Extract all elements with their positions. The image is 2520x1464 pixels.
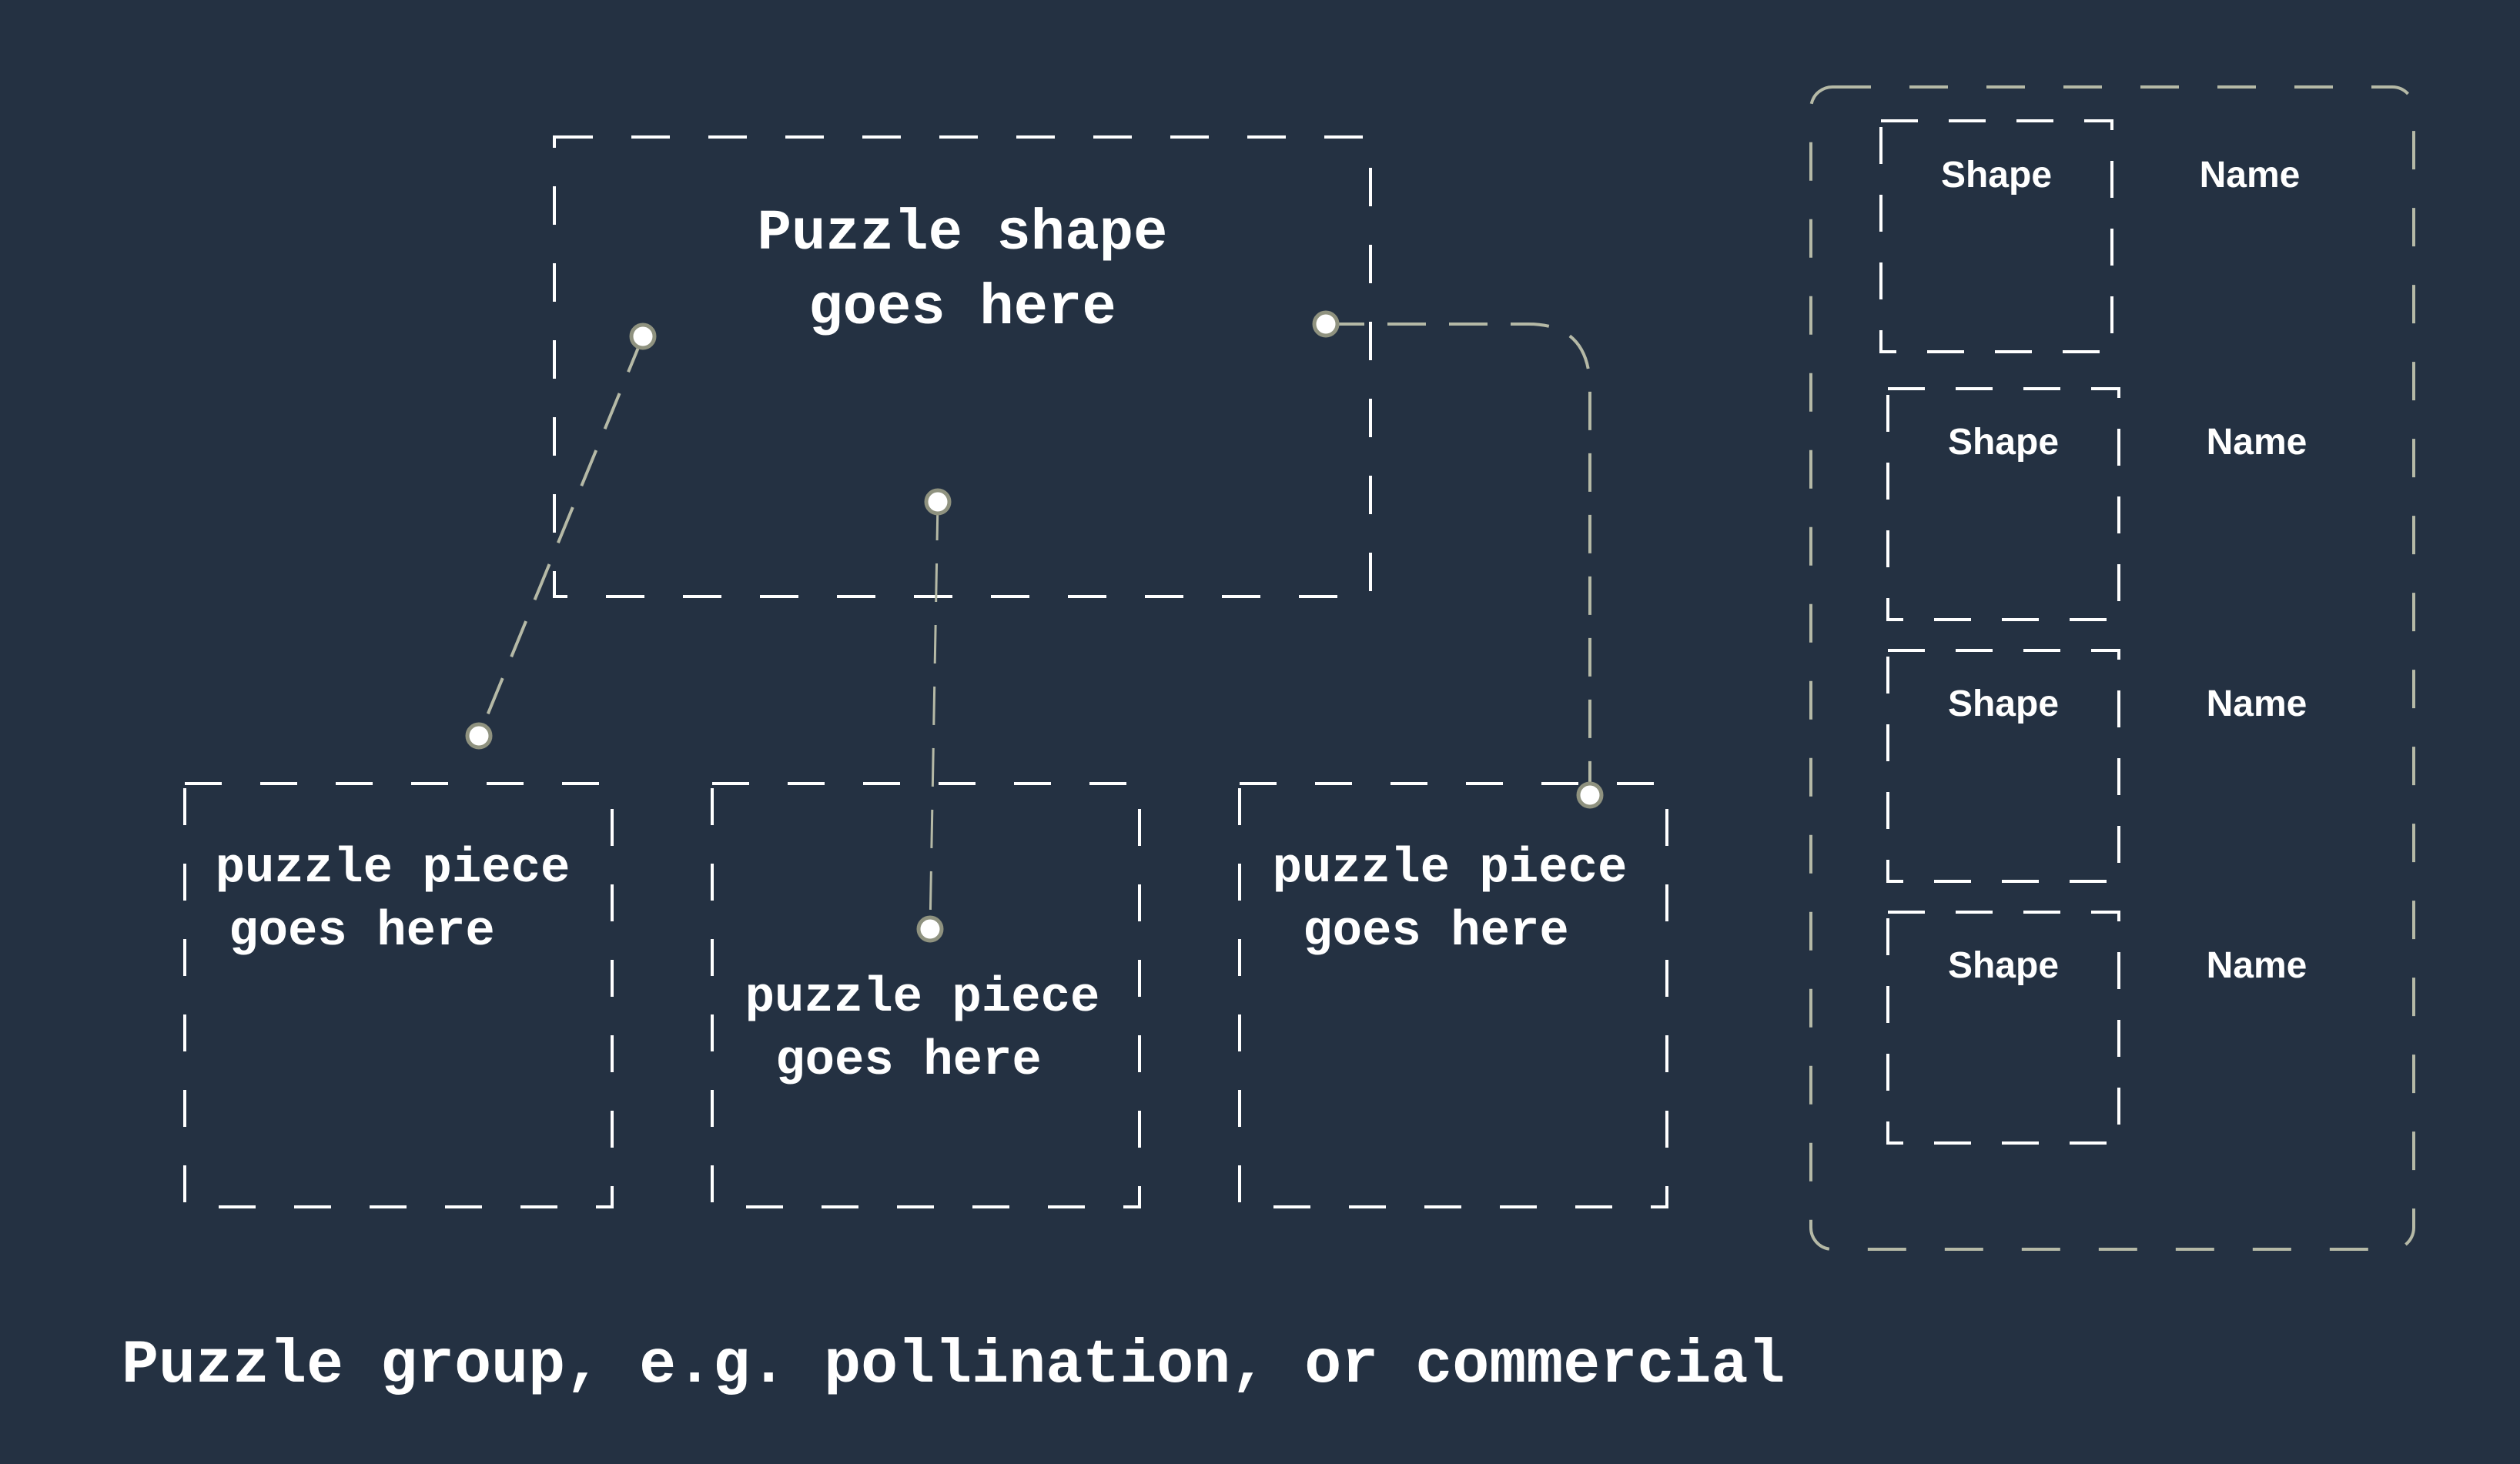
puzzle-piece-1-line2: goes here: [229, 904, 495, 960]
legend-name-label: Name: [2207, 422, 2307, 463]
connector-node: [1576, 781, 1604, 809]
connector-node: [1312, 310, 1340, 338]
legend-name-label: Name: [2200, 155, 2301, 196]
connector-node: [924, 488, 952, 516]
connector-node: [465, 722, 493, 750]
puzzle-piece-2-line2: goes here: [775, 1034, 1042, 1089]
legend-panel: [1809, 85, 2415, 1251]
puzzle-shape-box: [553, 135, 1372, 598]
legend-name-label: Name: [2207, 684, 2307, 724]
legend-name-label: Name: [2207, 945, 2307, 986]
puzzle-group-caption: Puzzle group, e.g. pollination, or comme…: [122, 1331, 1785, 1401]
connector-middle: [929, 501, 939, 930]
connector-node: [629, 323, 657, 350]
connector-left: [477, 336, 644, 737]
puzzle-piece-box-1: [183, 782, 614, 1208]
legend-row: Shape Name: [1879, 119, 2301, 353]
legend-shape-label: Shape: [1948, 422, 2059, 463]
legend-shape-label: Shape: [1941, 155, 2052, 196]
puzzle-shape-label-line1: Puzzle shape: [758, 202, 1168, 266]
puzzle-piece-1-line1: puzzle piece: [216, 841, 571, 897]
legend-row: Shape Name: [1886, 649, 2307, 883]
puzzle-piece-box-3: [1238, 782, 1668, 1208]
puzzle-shape-label-line2: goes here: [808, 276, 1116, 341]
legend-shape-label: Shape: [1948, 945, 2059, 986]
puzzle-piece-3-line1: puzzle piece: [1273, 841, 1628, 897]
legend-shape-box: [1879, 119, 2113, 353]
legend-shape-box: [1886, 911, 2120, 1145]
legend-shape-box: [1886, 649, 2120, 883]
legend-row: Shape Name: [1886, 911, 2307, 1145]
legend-shape-label: Shape: [1948, 684, 2059, 724]
legend-shape-box: [1886, 387, 2120, 621]
puzzle-piece-2-line1: puzzle piece: [745, 971, 1100, 1026]
puzzle-piece-box-2: [711, 782, 1141, 1208]
connector-right: [1326, 323, 1591, 795]
legend-row: Shape Name: [1886, 387, 2307, 621]
puzzle-piece-3-line2: goes here: [1303, 904, 1569, 960]
connector-node: [916, 915, 944, 943]
